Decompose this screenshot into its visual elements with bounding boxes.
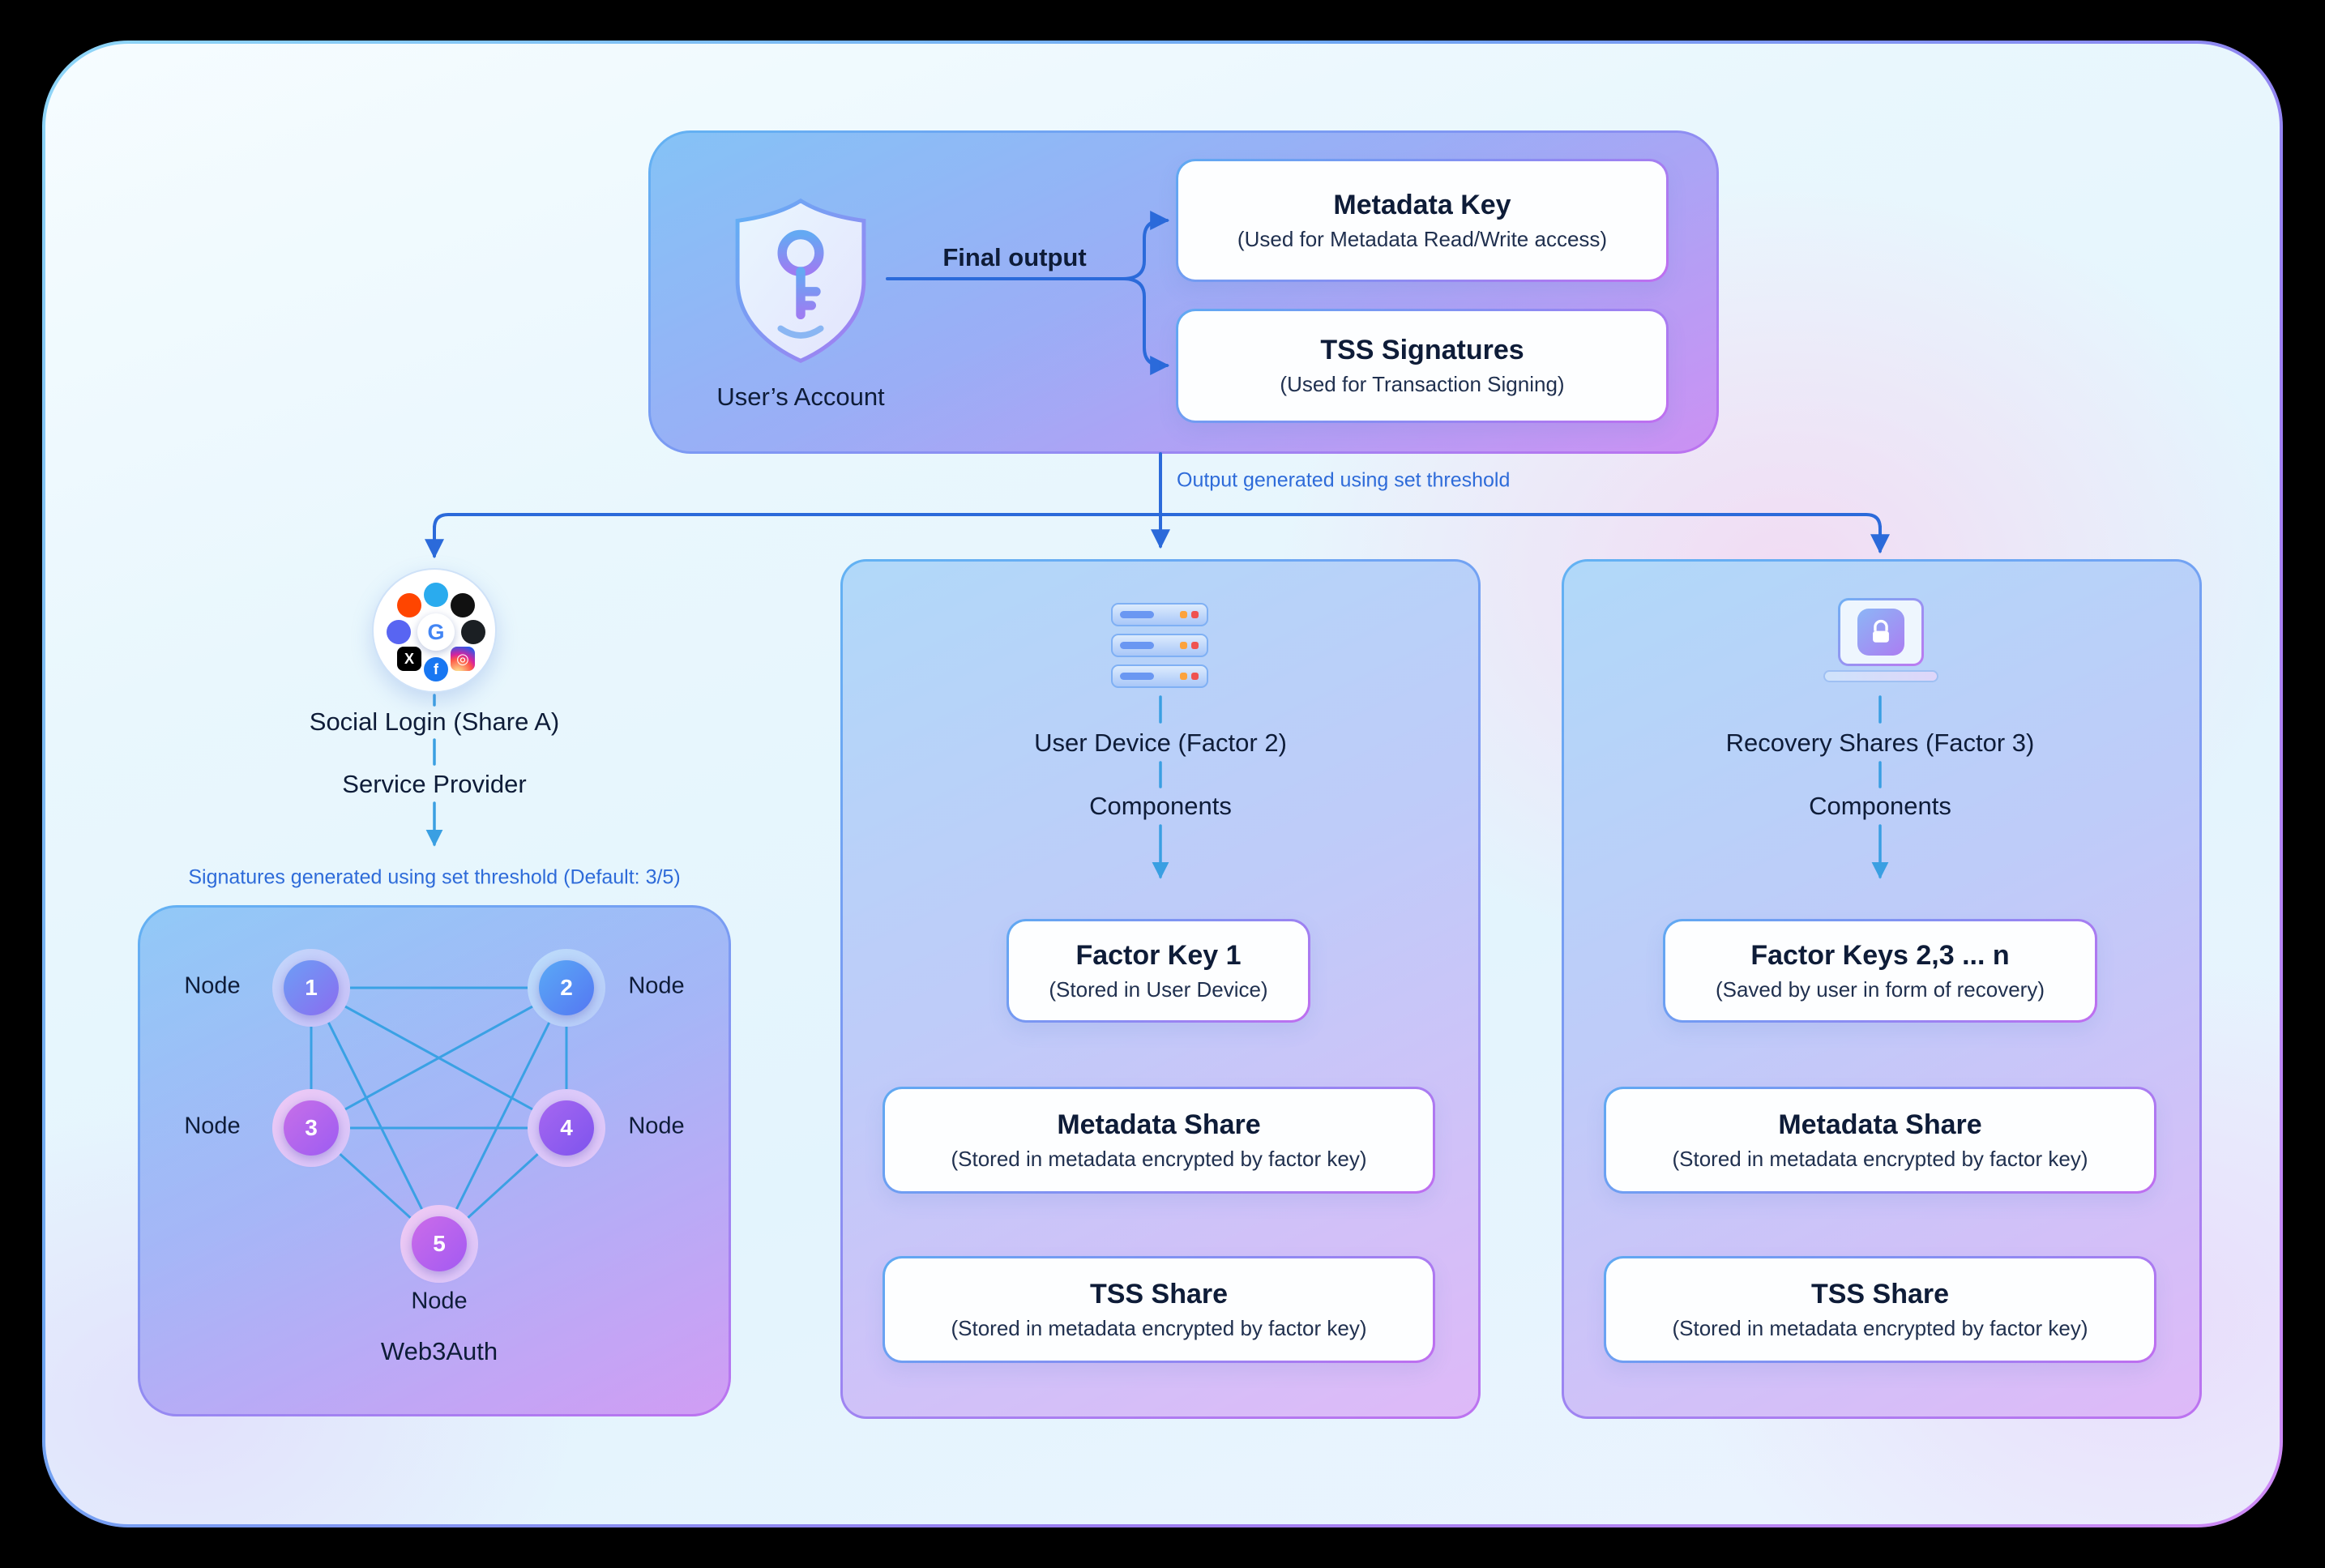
node-4-label: Node xyxy=(628,1113,685,1139)
google-icon: G xyxy=(417,613,455,651)
factor-key-1-subtitle: (Stored in User Device) xyxy=(1049,976,1268,1002)
telegram-icon xyxy=(424,583,448,607)
recovery-metadata-share-title: Metadata Share xyxy=(1778,1109,1982,1140)
social-login-icon: ◎ f X G xyxy=(372,568,497,693)
node-1-number: 1 xyxy=(284,960,339,1015)
instagram-icon: ◎ xyxy=(451,647,475,671)
web3auth-label: Web3Auth xyxy=(380,1337,498,1365)
node-5: 5 xyxy=(400,1205,478,1283)
device-metadata-share-subtitle: (Stored in metadata encrypted by factor … xyxy=(951,1146,1367,1171)
device-tss-share-card: TSS Share (Stored in metadata encrypted … xyxy=(883,1256,1435,1363)
discord-icon xyxy=(387,620,411,644)
node-4-number: 4 xyxy=(539,1100,594,1156)
final-output-label: Final output xyxy=(942,243,1087,272)
device-metadata-share-title: Metadata Share xyxy=(1057,1109,1261,1140)
node-5-label: Node xyxy=(411,1288,468,1314)
node-3-number: 3 xyxy=(284,1100,339,1156)
node-2-number: 2 xyxy=(539,960,594,1015)
web3auth-network-panel xyxy=(138,905,731,1416)
metadata-key-title: Metadata Key xyxy=(1333,189,1511,220)
x-icon: X xyxy=(397,647,421,671)
recovery-metadata-share-subtitle: (Stored in metadata encrypted by factor … xyxy=(1672,1146,2088,1171)
tss-signatures-title: TSS Signatures xyxy=(1320,335,1524,365)
user-device-components-label: Components xyxy=(1089,792,1232,821)
user-account-label: User’s Account xyxy=(716,382,885,412)
node-1-label: Node xyxy=(184,972,241,999)
server-led-icon xyxy=(1191,673,1199,680)
node-4: 4 xyxy=(528,1089,605,1167)
device-tss-share-subtitle: (Stored in metadata encrypted by factor … xyxy=(951,1315,1367,1340)
social-login-title: Social Login (Share A) xyxy=(309,707,560,737)
recovery-components-label: Components xyxy=(1809,792,1951,821)
factor-key-1-title: Factor Key 1 xyxy=(1075,939,1242,971)
metadata-key-card: Metadata Key (Used for Metadata Read/Wri… xyxy=(1176,159,1669,282)
facebook-icon: f xyxy=(424,657,448,681)
recovery-metadata-share-card: Metadata Share (Stored in metadata encry… xyxy=(1604,1087,2156,1194)
user-device-title: User Device (Factor 2) xyxy=(1034,728,1287,758)
laptop-base xyxy=(1823,670,1938,682)
tss-signatures-subtitle: (Used for Transaction Signing) xyxy=(1280,372,1565,397)
shield-key-icon xyxy=(724,194,878,371)
reddit-icon xyxy=(397,593,421,617)
recovery-tss-share-title: TSS Share xyxy=(1810,1278,1950,1310)
server-led-icon xyxy=(1191,642,1199,649)
service-provider-label: Service Provider xyxy=(342,770,527,799)
laptop-screen xyxy=(1838,598,1924,666)
node-1: 1 xyxy=(272,949,350,1027)
device-tss-share-title: TSS Share xyxy=(1089,1278,1229,1310)
server-bar xyxy=(1111,634,1208,657)
node-edges xyxy=(310,986,568,1245)
github-icon xyxy=(461,620,485,644)
lock-icon xyxy=(1857,609,1904,656)
node-3-label: Node xyxy=(184,1113,241,1139)
node-2: 2 xyxy=(528,949,605,1027)
node-3: 3 xyxy=(272,1089,350,1167)
recovery-shares-title: Recovery Shares (Factor 3) xyxy=(1725,728,2035,758)
device-metadata-share-card: Metadata Share (Stored in metadata encry… xyxy=(883,1087,1435,1194)
recovery-tss-share-card: TSS Share (Stored in metadata encrypted … xyxy=(1604,1256,2156,1363)
apple-icon xyxy=(451,593,475,617)
factor-keys-n-subtitle: (Saved by user in form of recovery) xyxy=(1715,976,2045,1002)
node-2-label: Node xyxy=(628,972,685,999)
signatures-threshold-note: Signatures generated using set threshold… xyxy=(188,865,681,889)
factor-key-1-card: Factor Key 1 (Stored in User Device) xyxy=(1007,919,1310,1023)
recovery-tss-share-subtitle: (Stored in metadata encrypted by factor … xyxy=(1672,1315,2088,1340)
factor-keys-n-title: Factor Keys 2,3 ... n xyxy=(1750,939,2010,971)
server-led-icon xyxy=(1180,642,1187,649)
server-led-icon xyxy=(1191,611,1199,618)
node-5-number: 5 xyxy=(412,1216,467,1271)
laptop-lock-icon xyxy=(1823,598,1938,682)
server-led-icon xyxy=(1180,673,1187,680)
tss-signatures-card: TSS Signatures (Used for Transaction Sig… xyxy=(1176,309,1669,423)
factor-keys-n-card: Factor Keys 2,3 ... n (Saved by user in … xyxy=(1663,919,2097,1023)
server-icon xyxy=(1111,603,1208,688)
output-threshold-note: Output generated using set threshold xyxy=(1177,468,1511,492)
server-led-icon xyxy=(1180,611,1187,618)
metadata-key-subtitle: (Used for Metadata Read/Write access) xyxy=(1237,226,1608,251)
node-network: 1 2 3 4 5 Node Node Node Node Node Web3A… xyxy=(138,905,731,1416)
server-bar xyxy=(1111,603,1208,626)
server-bar xyxy=(1111,664,1208,688)
